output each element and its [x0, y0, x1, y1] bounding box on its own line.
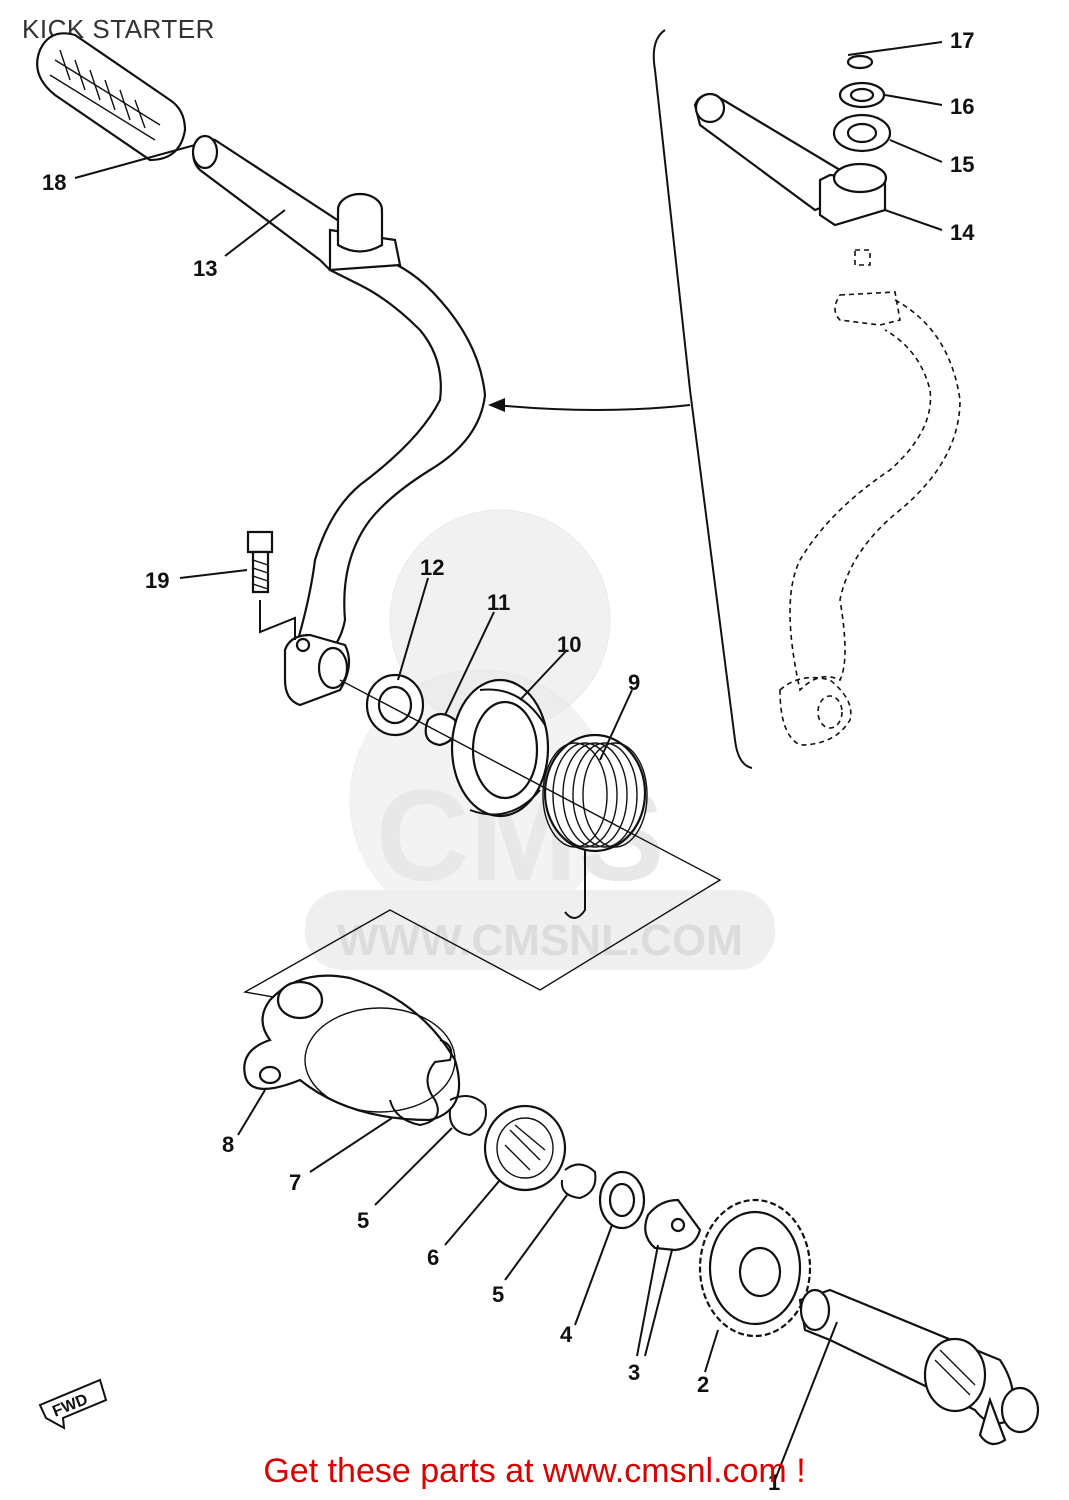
circlip-upper [448, 1095, 487, 1137]
leader-lines [74, 41, 943, 1481]
variant-arrow [494, 404, 691, 411]
variant-arrow-head [488, 398, 505, 412]
variant-assembly [693, 54, 961, 746]
callout-2: 2 [697, 1372, 709, 1397]
callout-4: 4 [560, 1322, 573, 1347]
callout-17: 17 [950, 28, 974, 53]
variant-bracket [652, 29, 753, 769]
ratchet-wheel [483, 1104, 567, 1192]
callout-6: 6 [427, 1245, 439, 1270]
callout-5-upper: 5 [357, 1208, 369, 1233]
callout-11: 11 [487, 590, 510, 615]
kick-axle [798, 1288, 1040, 1446]
stopper-plate [644, 1198, 702, 1252]
callout-15: 15 [950, 152, 974, 177]
callout-labels: 1 2 3 4 5 5 6 7 8 9 10 11 12 13 14 15 16… [42, 28, 975, 1495]
watermark-url: WWW.CMSNL.COM [337, 916, 743, 965]
callout-3: 3 [628, 1360, 640, 1385]
callout-14: 14 [950, 220, 975, 245]
callout-12: 12 [420, 555, 444, 580]
fwd-arrow-icon: FWD [38, 1378, 108, 1430]
washer [598, 1170, 646, 1230]
torsion-spring [542, 733, 648, 919]
kick-rubber-grip [36, 32, 187, 162]
callout-7: 7 [289, 1170, 301, 1195]
callout-9: 9 [628, 670, 640, 695]
kick-shaft-housing [243, 974, 461, 1122]
clip-spring [389, 1039, 453, 1127]
kick-gear [698, 1198, 812, 1338]
kick-bolt [246, 530, 296, 640]
assembly-axis-line [242, 679, 722, 1001]
circlip-lower [560, 1163, 597, 1200]
callout-16: 16 [950, 94, 974, 119]
callout-10: 10 [557, 632, 581, 657]
footer-link-text[interactable]: Get these parts at www.cmsnl.com ! [263, 1452, 806, 1490]
callout-1: 1 [768, 1470, 780, 1495]
kick-crank-arm [191, 134, 487, 707]
callout-8: 8 [222, 1132, 234, 1157]
oil-seal [365, 673, 425, 737]
callout-5-lower: 5 [492, 1282, 504, 1307]
callout-19: 19 [145, 568, 169, 593]
callout-13: 13 [193, 256, 217, 281]
fwd-label: FWD [50, 1391, 90, 1420]
spring-cover [450, 678, 550, 818]
callout-18: 18 [42, 170, 66, 195]
